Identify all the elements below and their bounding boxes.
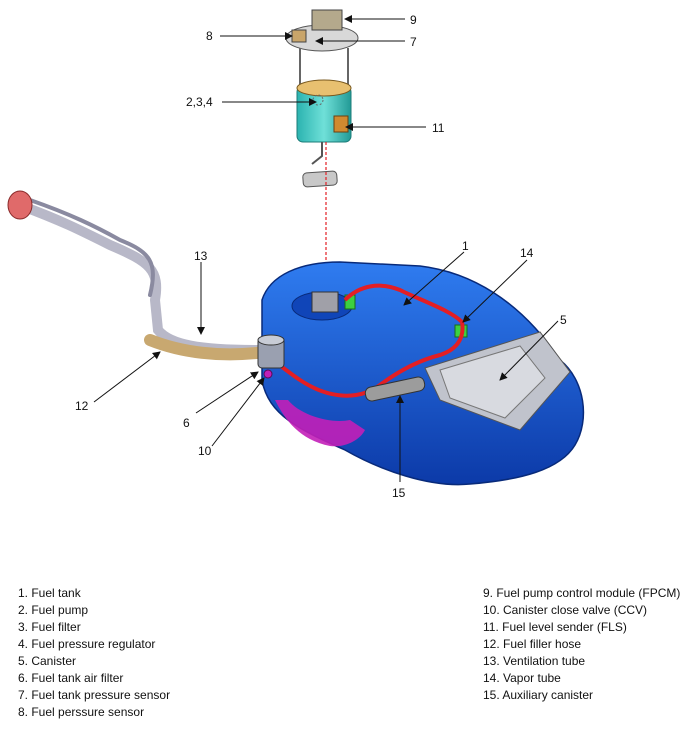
legend-item: 2. Fuel pump — [18, 603, 89, 617]
legend-item: 4. Fuel pressure regulator — [18, 637, 156, 651]
legend-item: 15. Auxiliary canister — [483, 688, 594, 702]
legend-item: 14. Vapor tube — [483, 671, 561, 685]
legend-item: 5. Canister — [18, 654, 77, 668]
fuel-tank-air-filter — [257, 334, 285, 379]
callout-7: 7 — [410, 35, 417, 49]
legend-item: 1. Fuel tank — [18, 586, 81, 600]
callout-lines — [93, 15, 559, 482]
callout-10: 10 — [198, 444, 212, 458]
callout-9: 9 — [410, 13, 417, 27]
callout-13: 13 — [194, 249, 208, 263]
legend-item: 3. Fuel filter — [18, 620, 81, 634]
legend-item: 7. Fuel tank pressure sensor — [18, 688, 171, 702]
callout-1: 1 — [462, 239, 469, 253]
legend-item: 6. Fuel tank air filter — [18, 671, 124, 685]
callout-15: 15 — [392, 486, 406, 500]
callout-8: 8 — [206, 29, 213, 43]
fuel-tank — [261, 261, 585, 486]
legend-item: 8. Fuel perssure sensor — [18, 705, 145, 719]
fuel-system-diagram: 9 8 7 2,3,4 11 1 14 13 5 12 6 10 15 — [7, 9, 585, 500]
legend-item: 9. Fuel pump control module (FPCM) — [483, 586, 681, 600]
legend-item: 10. Canister close valve (CCV) — [483, 603, 648, 617]
callout-14: 14 — [520, 246, 534, 260]
callout-11: 11 — [432, 121, 445, 135]
legend-right-column: 9. Fuel pump control module (FPCM) 10. C… — [483, 585, 680, 704]
fuel-filler-pipe — [7, 190, 271, 361]
callout-6: 6 — [183, 416, 190, 430]
callout-5: 5 — [560, 313, 567, 327]
canister — [424, 331, 571, 431]
legend-item: 13. Ventilation tube — [483, 654, 586, 668]
legend-item: 12. Fuel filler hose — [483, 637, 582, 651]
legend-left-column: 1. Fuel tank 2. Fuel pump 3. Fuel filter… — [18, 585, 170, 721]
fuel-pump-module — [285, 9, 359, 296]
callout-2-3-4: 2,3,4 — [186, 95, 213, 109]
legend-item: 11. Fuel level sender (FLS) — [483, 620, 627, 634]
callout-12: 12 — [75, 399, 89, 413]
vapor-tube — [267, 283, 465, 398]
